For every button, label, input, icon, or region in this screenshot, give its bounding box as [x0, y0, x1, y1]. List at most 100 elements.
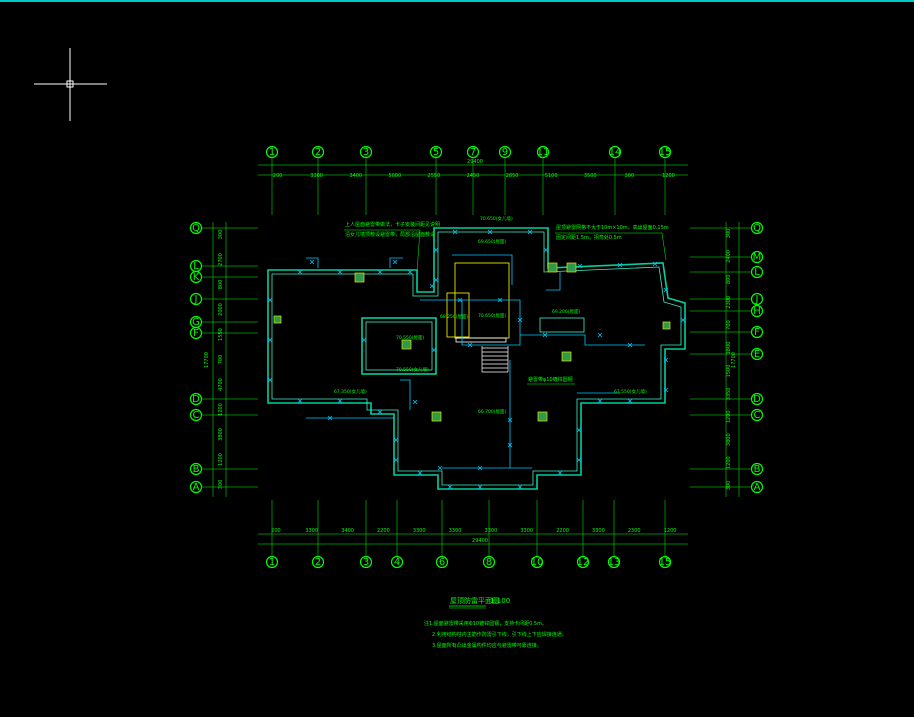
- axis-bubble-bottom-15: 15: [659, 555, 671, 569]
- top-total-dim: 29400: [467, 159, 483, 165]
- axis-label: G: [192, 317, 200, 328]
- support-mark: [557, 470, 563, 476]
- support-mark: [433, 247, 439, 253]
- axis-bubble-top-5: 5: [429, 145, 443, 159]
- axis-label: Q: [192, 223, 200, 234]
- support-mark: [576, 427, 582, 433]
- dimension-value: 2550: [428, 173, 441, 179]
- axis-bubble-left-L: L: [189, 259, 203, 273]
- support-mark: [297, 269, 303, 275]
- support-mark: [337, 269, 343, 275]
- dimension-value: 1200: [664, 528, 677, 534]
- dimension-value: 3300: [592, 528, 605, 534]
- dimension-value: 200: [271, 528, 281, 534]
- drawing-title: 屋顶防雷平面图: [450, 596, 499, 605]
- axis-bubble-bottom-2: 2: [311, 555, 325, 569]
- dimension-value: 3300: [305, 528, 318, 534]
- callout-middle: 避雷带φ10镀锌圆钢: [528, 376, 573, 383]
- axis-bubble-bottom-12: 12: [577, 555, 589, 569]
- dimension-value: 2400: [726, 250, 732, 263]
- axis-label: D: [192, 394, 200, 405]
- dimension-value: 3800: [726, 433, 732, 446]
- dimension-value: 3400: [349, 173, 362, 179]
- dimension-value: 300: [625, 173, 635, 179]
- support-mark: [457, 297, 463, 303]
- support-mark: [663, 357, 669, 363]
- support-mark: [377, 269, 383, 275]
- dimension-value: 200: [273, 173, 283, 179]
- axis-bubble-right-C: C: [750, 408, 764, 422]
- axis-label: E: [754, 349, 760, 360]
- window-top-border: [0, 0, 914, 2]
- axis-label: 8: [486, 557, 492, 568]
- axis-bubble-bottom-8: 8: [482, 555, 496, 569]
- axis-bubble-bottom-10: 10: [531, 555, 543, 569]
- axis-bubble-top-9: 9: [498, 145, 512, 159]
- axis-bubble-left-D: D: [189, 392, 203, 406]
- dimension-value: 3300: [520, 528, 533, 534]
- left-total-dim: 17700: [204, 352, 210, 368]
- callout-right-line1: 屋顶避雷网格不大于10m×10m，高出屋面0.15m: [556, 224, 669, 231]
- axis-label: J: [755, 294, 759, 305]
- axis-bubble-bottom-6: 6: [435, 555, 449, 569]
- axis-bubble-bottom-3: 3: [359, 555, 373, 569]
- support-mark: [627, 342, 633, 348]
- axis-label: 1: [269, 557, 275, 568]
- dimension-value: 700: [726, 320, 732, 330]
- axis-bubble-left-G: G: [189, 315, 203, 329]
- note-line-3: 3.屋面所有凸出金属构件均应与避雷带可靠连接。: [432, 642, 542, 649]
- note-line-1: 注1.屋面避雷带采用Φ10镀锌圆钢，支持卡间距0.5m。: [424, 620, 547, 627]
- support-mark: [627, 398, 633, 404]
- dimension-value: 3300: [485, 528, 498, 534]
- support-mark: [477, 465, 483, 471]
- support-mark: [392, 259, 398, 265]
- axis-bubble-top-1: 1: [265, 145, 279, 159]
- axis-label: 6: [439, 557, 445, 568]
- support-mark: [309, 259, 315, 265]
- axis-bubble-left-K: K: [189, 270, 203, 284]
- support-mark: [497, 297, 503, 303]
- axis-bubble-right-L: L: [750, 265, 764, 279]
- axis-label: C: [193, 410, 200, 421]
- support-mark: [267, 297, 273, 303]
- axis-extension-lines: [202, 158, 751, 556]
- axis-label: 3: [363, 147, 369, 158]
- level-label: 67.550(女儿墙): [614, 388, 647, 395]
- axis-bubble-top-15: 15: [659, 145, 671, 159]
- axis-bubble-bottom-4: 4: [390, 555, 404, 569]
- axis-label: A: [193, 482, 200, 493]
- support-mark: [527, 229, 533, 235]
- dimension-value: 3350: [726, 388, 732, 401]
- dimension-value: 4700: [218, 378, 224, 391]
- dimension-value: 2300: [628, 528, 641, 534]
- note-line-2: 2.利用结构柱内主筋作防雷引下线，引下线上下应焊接连通。: [432, 631, 567, 638]
- dimension-value: 300: [218, 480, 224, 490]
- dimension-value: 3500: [584, 173, 597, 179]
- axis-label: F: [754, 327, 760, 338]
- support-mark: [337, 398, 343, 404]
- right-total-dim: 17700: [731, 352, 737, 368]
- dimension-value: 2300: [726, 296, 732, 309]
- support-mark: [652, 261, 658, 267]
- roof-outline: [267, 227, 686, 490]
- dimension-value: 2000: [218, 303, 224, 316]
- level-label: 70.650(屋面): [478, 313, 507, 319]
- support-mark: [417, 470, 423, 476]
- support-mark: [577, 263, 583, 269]
- dimension-value: 2700: [218, 253, 224, 266]
- axis-bubble-top-3: 3: [359, 145, 373, 159]
- support-mark: [393, 437, 399, 443]
- support-mark: [467, 342, 473, 348]
- axis-label: D: [753, 394, 761, 405]
- support-mark: [517, 484, 523, 490]
- axis-bubble-right-D: D: [750, 392, 764, 406]
- lightning-conductor-network: [306, 254, 645, 469]
- level-label: 69.200(屋面): [552, 309, 581, 315]
- dimension-value: 800: [726, 275, 732, 285]
- support-mark: [412, 399, 418, 405]
- air-terminal-icons: [273, 262, 671, 422]
- axis-bubble-right-E: E: [750, 347, 764, 361]
